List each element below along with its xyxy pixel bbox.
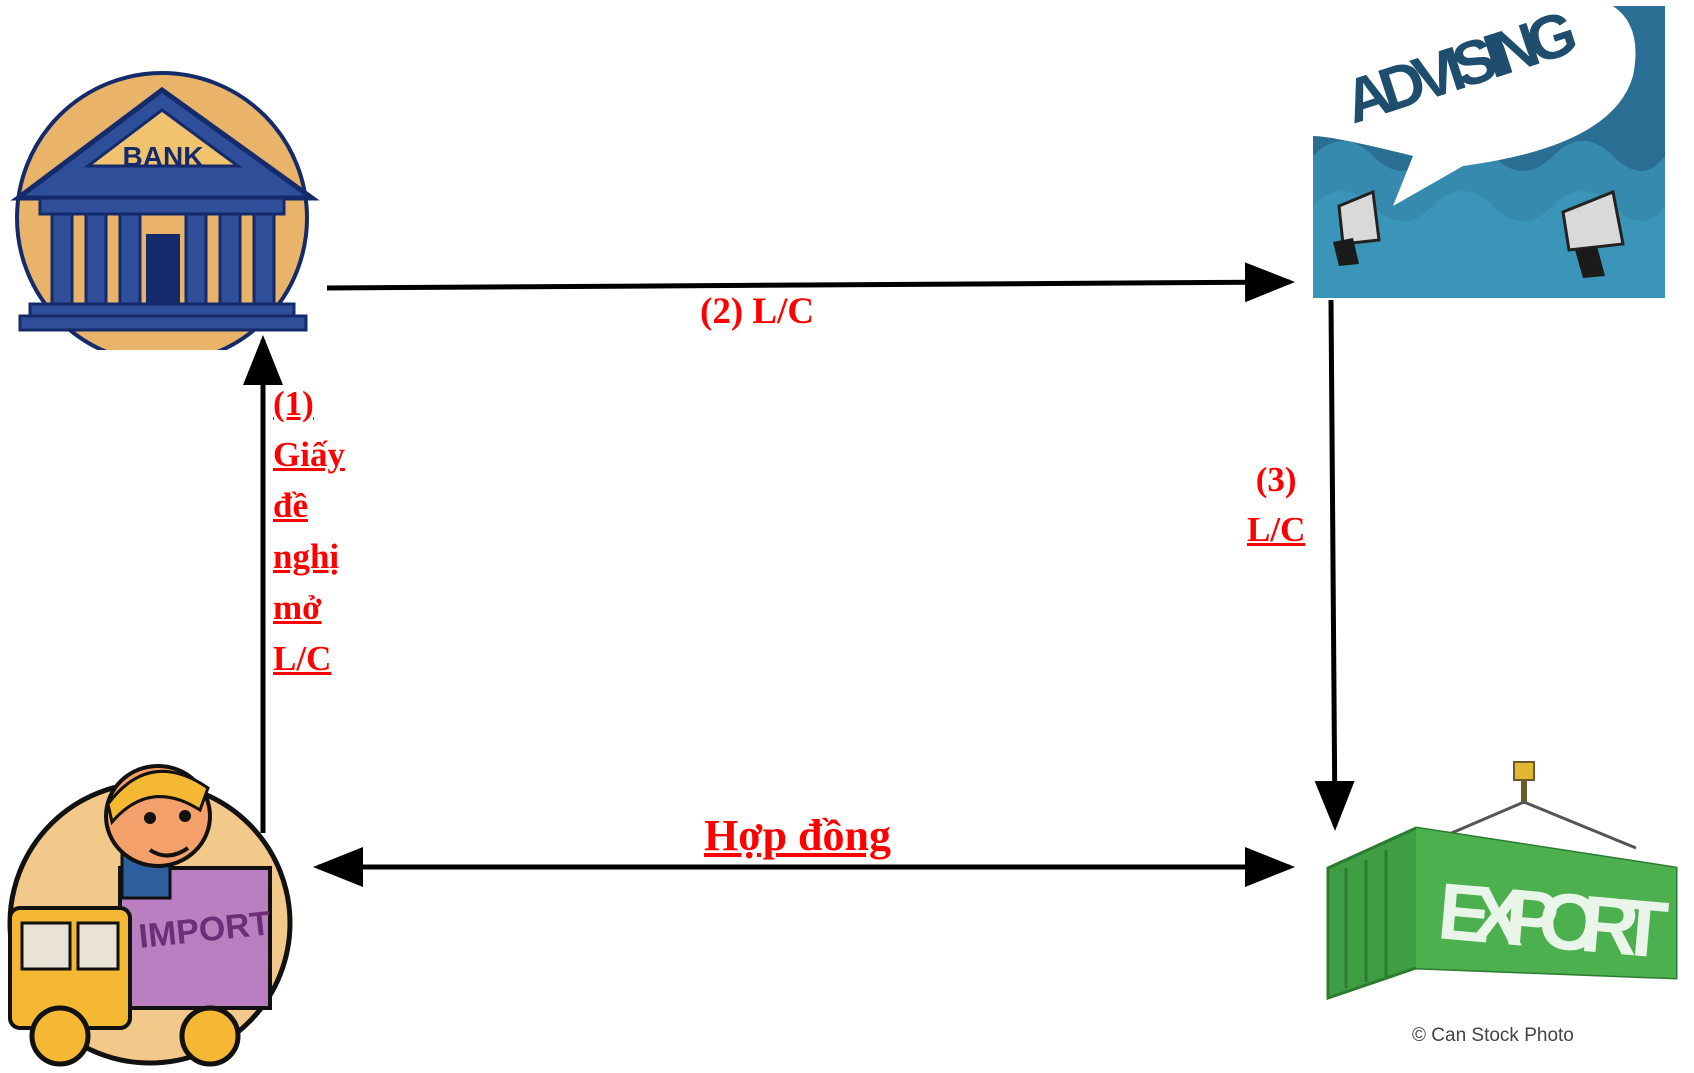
arrow-bank-to-advising xyxy=(327,282,1290,288)
step-1-line: nghị xyxy=(273,531,345,582)
arrow-advising-to-exporter xyxy=(1331,300,1335,826)
step-3-text: L/C xyxy=(1247,505,1305,555)
step-3-number: (3) xyxy=(1247,455,1305,505)
step-1-line: đề xyxy=(273,480,345,531)
step-1-label: (1) Giấy đề nghị mở L/C xyxy=(273,378,345,684)
contract-label: Hợp đồng xyxy=(704,810,891,861)
step-1-line: Giấy xyxy=(273,429,345,480)
step-2-label: (2) L/C xyxy=(700,290,814,333)
step-1-line: (1) xyxy=(273,378,345,429)
step-1-line: mở xyxy=(273,582,345,633)
step-1-line: L/C xyxy=(273,633,345,684)
step-3-label: (3) L/C xyxy=(1247,455,1305,555)
